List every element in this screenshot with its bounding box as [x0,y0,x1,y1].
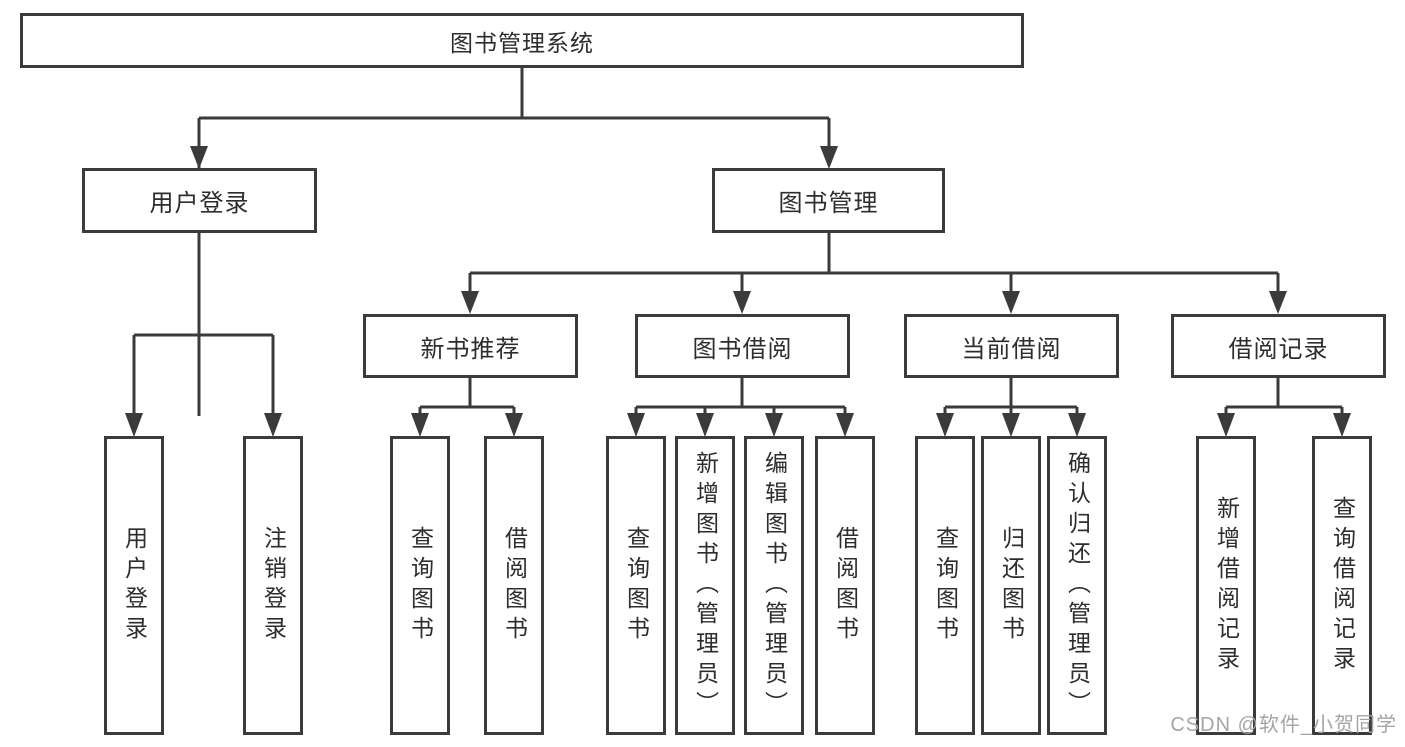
node-borrow-record-label: 借阅记录 [1228,335,1329,363]
node-user-login-label: 用户登录 [149,190,250,217]
leaf-edit-books-admin: 编辑图书（管理员） [744,436,804,735]
node-new-book-recommend-label: 新书推荐 [420,335,521,363]
leaf-add-borrow-record-label: 新增借阅记录 [1213,495,1240,676]
leaf-query-books-current: 查询图书 [915,436,975,735]
connector-bookmgmt-to-level3 [468,233,1280,296]
node-book-borrow: 图书借阅 [635,314,850,378]
node-book-borrow-label: 图书借阅 [692,335,793,363]
leaf-query-borrow-record: 查询借阅记录 [1312,436,1372,735]
node-new-book-recommend: 新书推荐 [363,314,578,378]
node-root-system-label: 图书管理系统 [450,29,594,56]
leaf-query-books-borrow: 查询图书 [606,436,666,735]
leaf-user-login-label: 用户登录 [121,525,148,646]
leaf-edit-books-admin-label: 编辑图书（管理员） [761,450,788,721]
leaf-query-books-borrow-label: 查询图书 [623,525,650,646]
leaf-borrow-books-recommend: 借阅图书 [484,436,544,735]
connector-bookborrow-to-leaves [634,378,847,418]
node-current-borrow-label: 当前借阅 [961,335,1062,363]
csdn-watermark: CSDN @软件_小贺同学 [1170,714,1397,736]
connector-borrowrecord-to-leaves [1224,378,1344,418]
leaf-logout-login-label: 注销登录 [260,525,287,646]
leaf-add-books-admin-label: 新增图书（管理员） [692,450,719,721]
leaf-borrow-books-recommend-label: 借阅图书 [501,525,528,646]
node-user-login: 用户登录 [82,168,317,233]
leaf-logout-login: 注销登录 [243,436,303,735]
connector-currentborrow-to-leaves [943,378,1079,418]
leaf-borrow-books-label: 借阅图书 [832,525,859,646]
connector-userlogin-to-leaves [132,233,275,416]
node-borrow-record: 借阅记录 [1171,314,1386,378]
leaf-return-books-label: 归还图书 [998,525,1025,646]
node-book-management-label: 图书管理 [778,190,879,217]
connector-newbook-to-leaves [418,378,516,418]
leaf-confirm-return-admin-label: 确认归还（管理员） [1064,450,1091,721]
leaf-return-books: 归还图书 [981,436,1041,735]
leaf-borrow-books: 借阅图书 [815,436,875,735]
leaf-query-books-current-label: 查询图书 [932,525,959,646]
leaf-query-books-recommend: 查询图书 [390,436,450,735]
leaf-add-books-admin: 新增图书（管理员） [675,436,735,735]
leaf-add-borrow-record: 新增借阅记录 [1196,436,1256,735]
node-current-borrow: 当前借阅 [904,314,1119,378]
leaf-user-login: 用户登录 [104,436,164,735]
leaf-query-books-recommend-label: 查询图书 [407,525,434,646]
node-book-management: 图书管理 [712,168,945,233]
leaf-confirm-return-admin: 确认归还（管理员） [1047,436,1107,735]
leaf-query-borrow-record-label: 查询借阅记录 [1329,495,1356,676]
node-root-system: 图书管理系统 [20,13,1024,68]
